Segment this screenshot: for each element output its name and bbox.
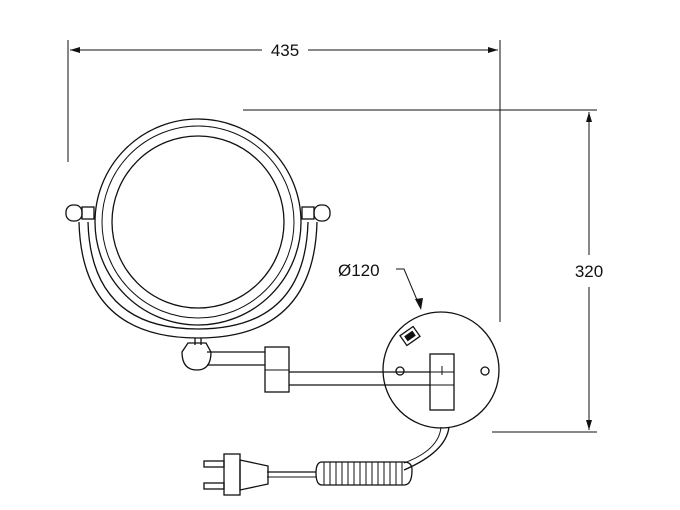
right-pivot-knob xyxy=(313,204,331,222)
plug-prong-bottom xyxy=(203,482,225,490)
power-cord xyxy=(203,426,450,496)
diameter-label: Ø120 xyxy=(338,261,380,280)
plug-prong-top xyxy=(203,460,225,468)
screw-hole-right xyxy=(480,366,490,376)
left-pivot-collar xyxy=(81,206,95,220)
diameter-callout: Ø120 xyxy=(338,261,423,310)
width-dimension-label: 435 xyxy=(271,41,299,60)
diameter-leader xyxy=(396,268,421,308)
wall-plate-mount-block xyxy=(429,353,455,411)
mirror-glass xyxy=(111,135,285,309)
diameter-leader-arrowhead xyxy=(415,298,423,310)
mirror-head xyxy=(94,118,302,326)
width-dimension: 435 xyxy=(67,40,501,322)
screw-hole-left xyxy=(395,366,405,376)
mirror-frame-inner-edge xyxy=(101,125,295,319)
swing-arm xyxy=(181,342,430,393)
height-dimension: 320 xyxy=(243,109,603,433)
yoke-inner-arc xyxy=(87,221,309,330)
swivel-joint xyxy=(181,342,212,371)
yoke-outer-arc xyxy=(78,221,318,339)
mirror-outer-frame xyxy=(94,118,302,326)
left-pivot-knob xyxy=(65,204,83,222)
power-switch xyxy=(399,325,421,347)
plug-body xyxy=(223,453,241,496)
height-dimension-label: 320 xyxy=(575,262,603,281)
wall-plate xyxy=(382,311,500,429)
plug-strain-relief xyxy=(239,459,269,491)
coil-windings xyxy=(323,462,403,485)
right-pivot-collar xyxy=(301,206,315,220)
mirror-yoke xyxy=(65,204,331,345)
cord-upper xyxy=(403,426,450,471)
coiled-cord xyxy=(315,461,413,486)
